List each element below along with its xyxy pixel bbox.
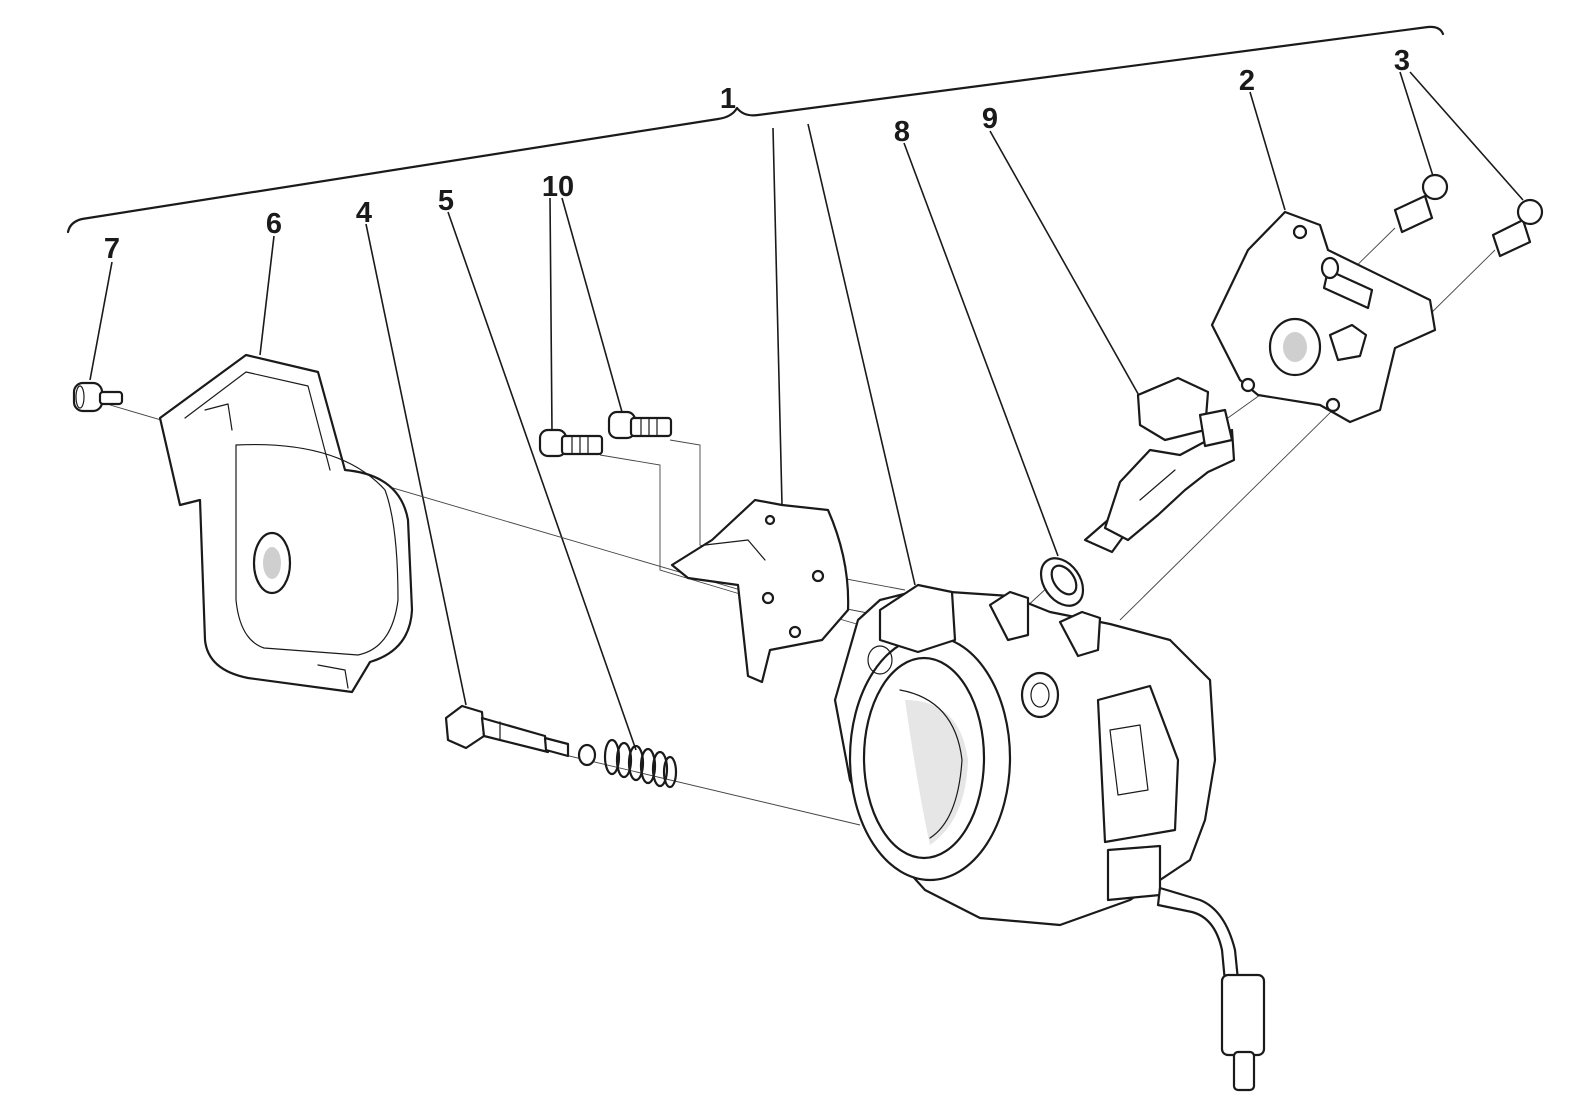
cover-part-6 [158,353,414,694]
callout-numbers: 1 2 3 4 5 6 7 8 9 10 [104,45,1410,265]
throttle-body [833,583,1266,1092]
callout-5: 5 [438,185,454,217]
spring-part-5 [577,738,678,789]
callout-1: 1 [720,83,736,115]
pins-part-3 [1393,173,1544,258]
group-brace [66,25,1445,234]
callout-8: 8 [894,116,910,148]
bolt-part-4 [444,704,570,758]
bracket-plate [670,498,850,684]
callout-9: 9 [982,103,998,135]
callout-2: 2 [1239,65,1255,97]
seal-part-8 [1039,557,1085,607]
screws-part-10 [538,410,673,458]
leader-lines [89,71,1524,751]
callout-4: 4 [356,197,372,229]
fuel-rail-part-2 [1210,210,1437,424]
callout-10: 10 [542,171,574,203]
injector-part-9 [1083,376,1236,554]
screw-part-7 [72,381,124,413]
callout-3: 3 [1394,45,1410,77]
callout-7: 7 [104,233,120,265]
callout-6: 6 [266,208,282,240]
